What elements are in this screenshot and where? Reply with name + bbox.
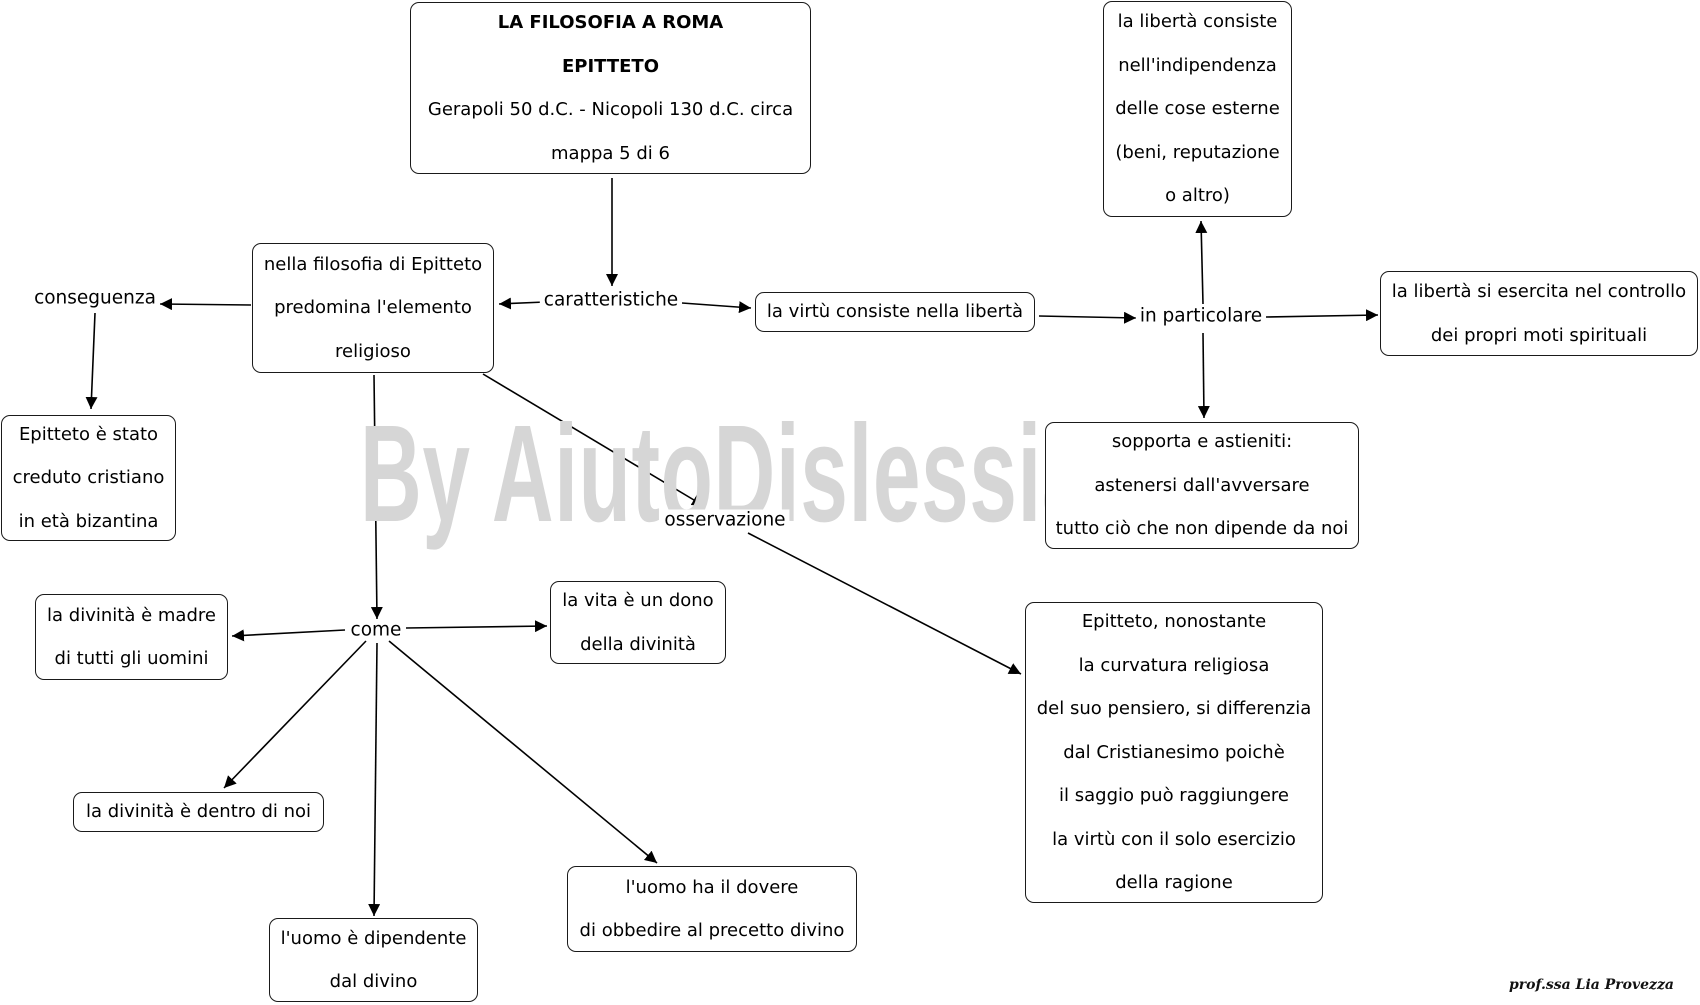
node-freedom-independence: la libertà consiste nell'indipendenza de… [1103,1,1292,217]
author-signature: prof.ssa Lia Provezza [1509,977,1674,993]
node-text: il saggio può raggiungere [1059,785,1289,807]
node-text: Epitteto è stato [18,423,159,445]
node-text: dal Cristianesimo poichè [1063,741,1285,763]
edge-religious-conseguenza [159,298,252,311]
link-label-osservazione: osservazione [660,509,790,531]
node-man-dependent: l'uomo è dipendente dal divino [269,918,478,1002]
edge-come-duty [388,640,658,864]
node-text: sopporta e astieniti: [1111,431,1293,453]
title-heading: LA FILOSOFIA A ROMA [497,12,724,33]
node-religious-element: nella filosofia di Epitteto predomina l'… [252,243,494,373]
node-text: la libertà consiste [1117,11,1278,33]
node-text: (beni, reputazione [1115,141,1280,163]
node-divinity-mother: la divinità è madre di tutti gli uomini [35,594,228,680]
edge-come-gift [405,620,548,633]
node-text: l'uomo è dipendente [280,927,467,949]
node-believed-christian: Epitteto è stato creduto cristiano in et… [1,415,176,541]
node-text: Epitteto, nonostante [1081,611,1267,633]
node-difference-christianity: Epitteto, nonostante la curvatura religi… [1025,602,1323,903]
node-text: dal divino [329,971,418,992]
edge-inparticolare-independence [1195,220,1208,305]
link-label-come: come [346,619,406,641]
node-text: tutto ciò che non dipende da noi [1055,518,1349,540]
edge-inparticolare-control [1265,309,1379,322]
node-text: in età bizantina [18,510,159,532]
node-text: la curvatura religiosa [1078,654,1270,676]
node-text: la libertà si esercita nel controllo [1391,281,1687,302]
edge-conseguenza-christian [85,312,98,410]
node-text: di tutti gli uomini [54,648,209,669]
edge-virtue-inparticolare [1038,311,1137,324]
node-divinity-within: la divinità è dentro di noi [73,792,324,832]
node-text: la vita è un dono [562,590,714,611]
title-dates: Gerapoli 50 d.C. - Nicopoli 130 d.C. cir… [427,99,794,120]
title-map-number: mappa 5 di 6 [551,142,670,164]
node-text: nella filosofia di Epitteto [263,253,483,275]
node-sustain-abstain: sopporta e astieniti: astenersi dall'avv… [1045,422,1359,549]
node-text: religioso [335,340,411,362]
node-man-duty: l'uomo ha il dovere di obbedire al prece… [567,866,857,952]
node-text: o altro) [1165,185,1230,207]
edge-come-within [223,640,367,789]
edge-inparticolare-sustain [1197,332,1210,419]
node-life-gift: la vita è un dono della divinità [550,581,726,664]
node-text: della divinità [580,633,696,655]
edge-caratteristiche-virtue [681,301,752,314]
node-text: nell'indipendenza [1118,54,1277,76]
node-text: la virtù con il solo esercizio [1052,828,1296,850]
edge-come-dependent [368,642,381,917]
node-text: la virtù consiste nella libertà [766,301,1024,323]
node-text: dei propri moti spirituali [1430,324,1648,346]
node-text: predomina l'elemento [274,297,472,319]
node-text: della ragione [1115,872,1233,894]
node-freedom-control: la libertà si esercita nel controllo dei… [1380,271,1698,356]
node-text: la divinità è dentro di noi [85,801,312,823]
node-text: l'uomo ha il dovere [625,876,799,898]
edge-osservazione-difference [747,532,1022,675]
node-text: creduto cristiano [12,467,165,489]
node-text: astenersi dall'avversare [1094,474,1310,496]
node-virtue-freedom: la virtù consiste nella libertà [755,292,1035,332]
edge-religious-come [370,374,383,620]
node-text: delle cose esterne [1115,98,1280,120]
link-label-caratteristiche: caratteristiche [539,289,683,311]
node-text: la divinità è madre [47,604,216,626]
edge-caratteristiche-religious [498,297,546,310]
title-node: LA FILOSOFIA A ROMA EPITTETO Gerapoli 50… [410,2,811,174]
edge-come-mother [231,629,346,642]
title-subject: EPITTETO [561,55,660,77]
node-text: di obbedire al precetto divino [579,920,845,941]
edge-religious-osservazione [482,373,705,507]
link-label-in-particolare: in particolare [1135,305,1267,327]
link-label-conseguenza: conseguenza [30,287,160,309]
node-text: del suo pensiero, si differenzia [1036,698,1312,720]
